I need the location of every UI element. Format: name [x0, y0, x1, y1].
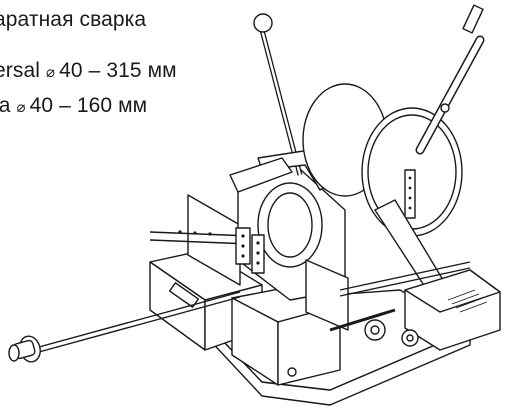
heater-scale: [404, 169, 416, 219]
left-clamp-plate: [187, 194, 241, 286]
handle-tip-icon: [462, 4, 484, 34]
lever-knob-icon: [253, 13, 273, 33]
screw-dots: [178, 230, 260, 265]
caption-line-2: ersal ⌀40 – 315 мм: [0, 59, 177, 83]
diameter-icon: ⌀: [16, 99, 26, 116]
feed-block-grooves: [447, 289, 488, 313]
feed-block-top: [404, 269, 501, 313]
bolt: [287, 367, 297, 377]
caption-line-1: аратная сварка: [0, 8, 147, 31]
drive-shaft: [27, 291, 241, 351]
caption-line-3-value: 40 – 160 мм: [29, 94, 148, 117]
lever-linkage-2: [229, 157, 293, 193]
caption-line-2-prefix: ersal: [0, 59, 41, 82]
diameter-icon: ⌀: [45, 64, 56, 81]
right-clamp-plate: [305, 259, 349, 331]
shaft-grip-icon: [8, 335, 41, 363]
caption-line-3: ia ⌀40 – 160 мм: [0, 94, 147, 118]
left-block-slot: [168, 282, 200, 308]
clamp-knob-icon: [364, 319, 386, 341]
locking-bar: [329, 308, 396, 332]
guide-rail: [339, 261, 471, 291]
clamp-knob-icon: [401, 329, 419, 347]
caption-line-2-value: 40 – 315 мм: [59, 59, 177, 82]
tie-rod: [149, 231, 251, 237]
caption-line-3-prefix: ia: [0, 94, 11, 117]
